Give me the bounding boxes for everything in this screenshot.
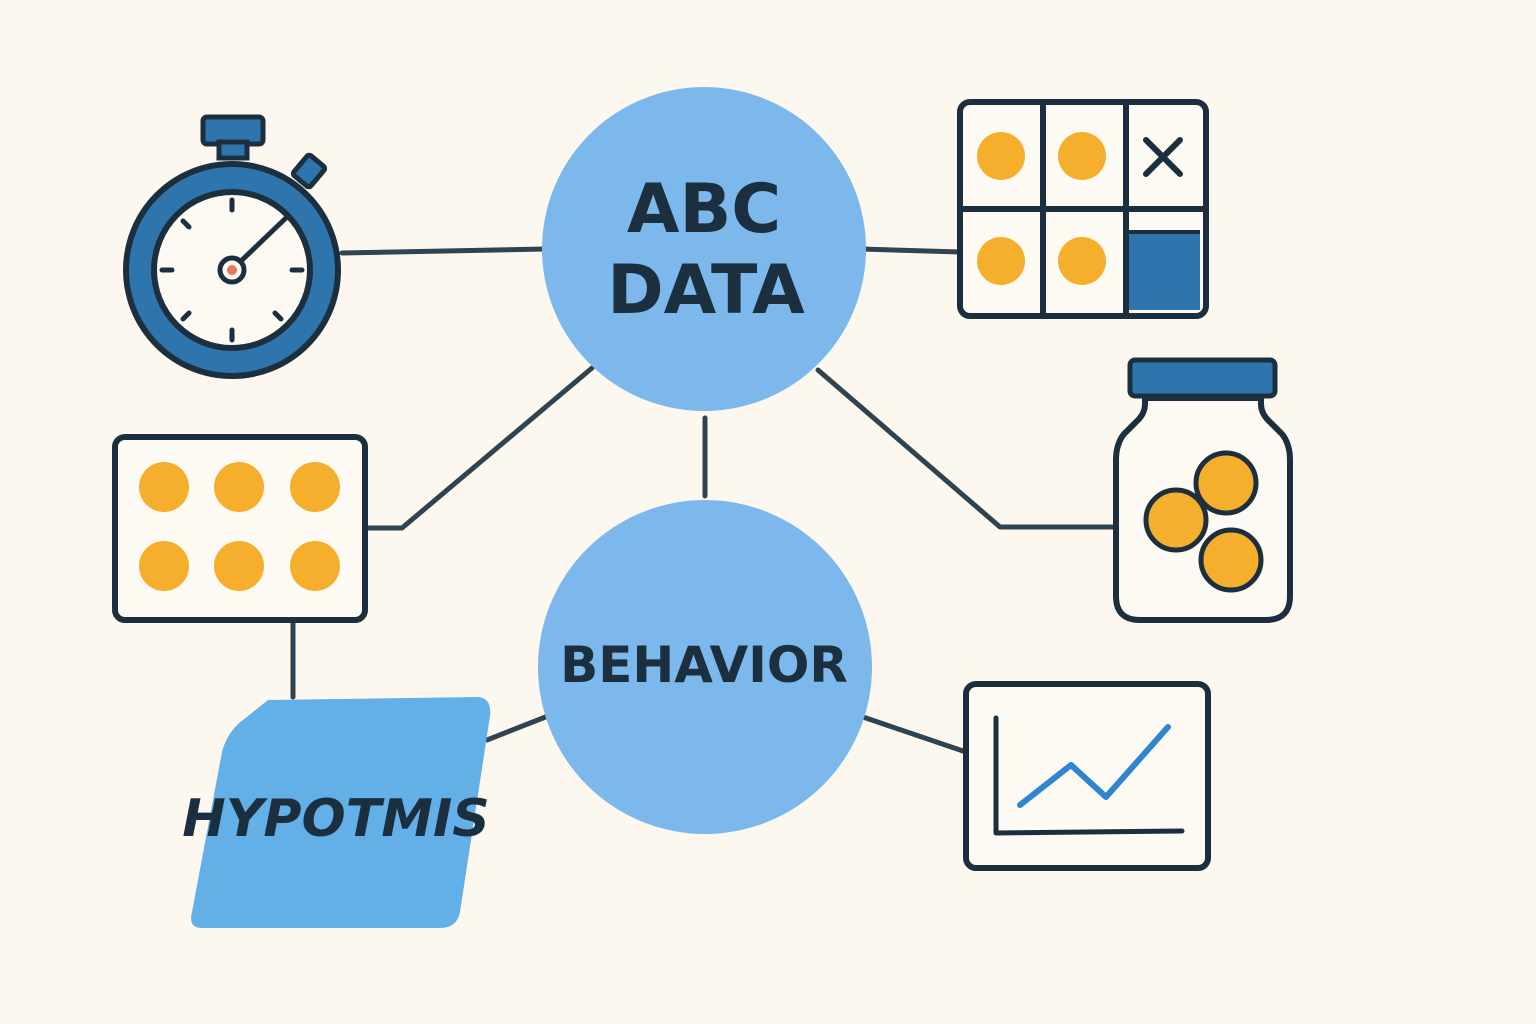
abc-data-circle bbox=[542, 87, 866, 411]
tally-grid-icon bbox=[957, 99, 1209, 319]
behavior-node: BEHAVIOR bbox=[538, 500, 872, 834]
connector-stopwatch-abc bbox=[339, 246, 548, 256]
abc-data-node: ABC DATA bbox=[542, 87, 866, 411]
connector-behavior-graph bbox=[857, 713, 969, 755]
connector-abc-board bbox=[362, 365, 595, 531]
hypothesis-label: HYPOTMIS bbox=[182, 789, 490, 849]
connectors bbox=[290, 246, 1121, 755]
line-graph-icon bbox=[963, 681, 1211, 871]
behavior-circle bbox=[538, 500, 872, 834]
abc-data-label-line2: DATA bbox=[607, 251, 805, 330]
hypothesis-card: HYPOTMIS bbox=[182, 697, 491, 928]
stopwatch-icon bbox=[123, 114, 341, 379]
connector-abc-grid bbox=[859, 246, 963, 255]
token-jar-icon bbox=[1113, 357, 1293, 623]
behavior-label: BEHAVIOR bbox=[560, 636, 848, 694]
abc-data-label-line1: ABC bbox=[627, 170, 781, 249]
token-board-icon bbox=[112, 434, 368, 623]
connector-abc-jar bbox=[815, 367, 1121, 530]
hypothesis-shape bbox=[191, 697, 491, 928]
connector-hypothesis-behavior bbox=[484, 713, 551, 743]
